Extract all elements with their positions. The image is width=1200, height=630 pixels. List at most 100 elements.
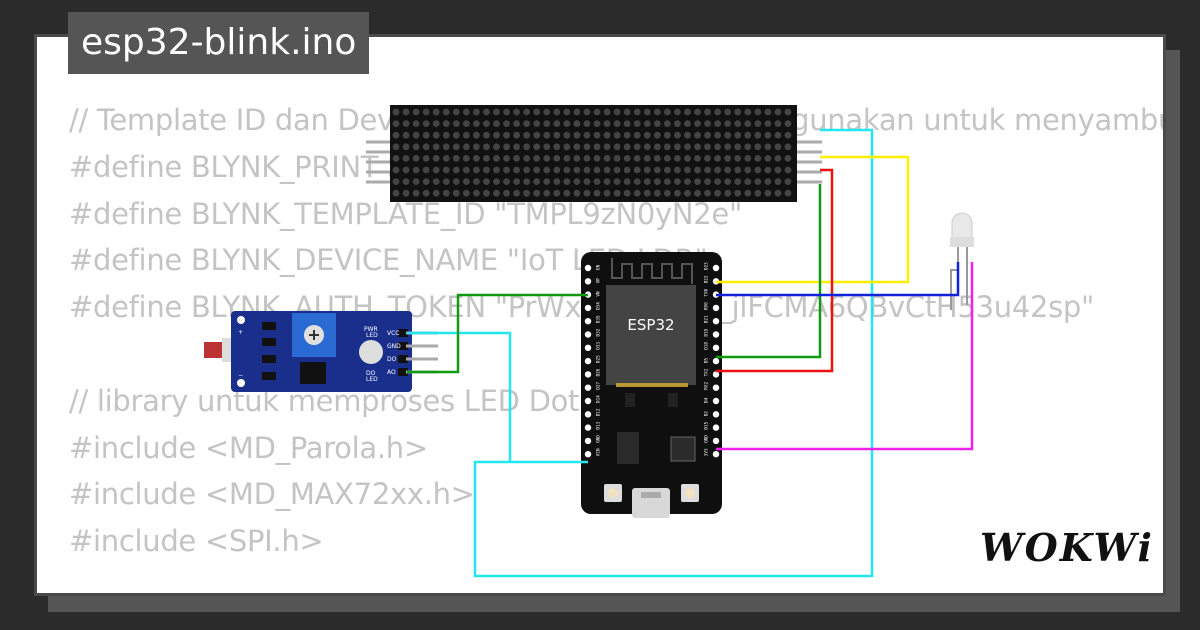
esp32-pin-hole[interactable] <box>712 397 720 405</box>
matrix-dot <box>694 108 701 116</box>
matrix-dot <box>412 166 420 174</box>
matrix-dot <box>553 108 561 116</box>
wire-green-matrix[interactable] <box>716 184 822 359</box>
matrix-dot <box>724 178 732 186</box>
esp32-pin-hole[interactable] <box>584 344 592 351</box>
code-line: #include <MD_Parola.h> <box>69 430 428 465</box>
esp32-pin-hole[interactable] <box>712 411 720 418</box>
matrix-dot <box>473 120 480 127</box>
wire-blue[interactable] <box>716 262 960 297</box>
led-dot-matrix[interactable] <box>366 105 822 202</box>
matrix-dot <box>493 155 500 162</box>
led-component[interactable] <box>950 212 974 310</box>
wire-cyan-matrix-vcc[interactable] <box>473 128 874 578</box>
wire-yellow[interactable] <box>716 155 910 284</box>
matrix-dot <box>653 166 661 174</box>
matrix-dot <box>744 166 752 174</box>
matrix-dot <box>523 120 531 127</box>
matrix-dot <box>764 178 772 186</box>
matrix-dot <box>392 131 400 139</box>
esp32-pin-hole[interactable] <box>712 344 720 351</box>
matrix-dot <box>392 178 400 186</box>
matrix-dot <box>603 155 611 162</box>
smd-part <box>668 393 678 407</box>
matrix-dot <box>653 189 661 197</box>
matrix-dot <box>764 189 772 197</box>
esp32-pin-label: VP <box>596 278 602 284</box>
esp32-pin-hole[interactable] <box>712 318 720 325</box>
matrix-dot <box>674 189 681 197</box>
matrix-dot <box>744 189 752 197</box>
esp32-pin-hole[interactable] <box>584 384 592 391</box>
matrix-dot <box>493 108 500 116</box>
matrix-dot <box>563 178 571 186</box>
matrix-dot <box>563 189 571 197</box>
wire-magenta[interactable] <box>716 262 974 451</box>
ldr-pin-housing <box>398 329 408 337</box>
esp32-pin-hole[interactable] <box>712 357 720 365</box>
esp32-pin-hole[interactable] <box>712 331 720 338</box>
esp32-pin-hole[interactable] <box>712 437 720 445</box>
matrix-dot <box>563 155 571 162</box>
esp32-pin-hole[interactable] <box>584 451 592 458</box>
matrix-dot <box>603 143 611 151</box>
matrix-dot <box>784 108 792 116</box>
esp32-pin-hole[interactable] <box>584 397 592 405</box>
matrix-dot <box>402 131 410 139</box>
matrix-dot <box>523 131 531 139</box>
esp32-board[interactable]: ESP32 ENVPVND34D35D32D33D25D26D27D14D12D… <box>581 252 722 518</box>
wire-green-ldr-ao[interactable] <box>407 293 588 374</box>
esp32-pin-hole[interactable] <box>712 371 720 378</box>
matrix-dot <box>663 131 671 139</box>
matrix-dot <box>553 166 561 174</box>
esp32-pin-label: D23 <box>704 262 710 270</box>
esp32-pin-hole[interactable] <box>584 264 592 272</box>
esp32-pin-hole[interactable] <box>584 318 592 325</box>
project-title[interactable]: esp32-blink.ino <box>68 12 370 74</box>
matrix-dot <box>543 166 551 174</box>
esp32-pin-hole[interactable] <box>712 304 720 312</box>
knob-slot <box>309 330 319 340</box>
esp32-pin-hole[interactable] <box>584 304 592 312</box>
wire-red[interactable] <box>716 168 834 373</box>
esp32-pin-hole[interactable] <box>584 411 592 418</box>
matrix-dot <box>663 143 671 151</box>
mount-hole <box>237 379 245 387</box>
esp32-pin-hole[interactable] <box>712 451 720 458</box>
esp32-pin-label: TX2 <box>704 368 710 376</box>
matrix-dot <box>513 131 520 139</box>
esp32-pin-hole[interactable] <box>584 331 592 338</box>
esp32-pin-hole[interactable] <box>712 264 720 272</box>
matrix-dot <box>583 189 591 197</box>
en-button-cap <box>685 488 695 498</box>
matrix-dot <box>704 120 711 127</box>
wire-cyan-ldr-vcc[interactable] <box>407 331 512 462</box>
matrix-dot <box>643 143 651 151</box>
matrix-dot <box>533 178 541 186</box>
esp32-pin-hole[interactable] <box>712 384 720 391</box>
matrix-dot <box>623 143 631 151</box>
esp32-pin-hole[interactable] <box>584 371 592 378</box>
matrix-dot <box>613 143 621 151</box>
status-led <box>359 340 383 364</box>
resistor <box>262 338 276 346</box>
esp32-pin-hole[interactable] <box>584 278 592 285</box>
matrix-dot <box>533 155 541 162</box>
matrix-dot <box>774 108 782 116</box>
matrix-dot <box>513 166 520 174</box>
esp32-pin-hole[interactable] <box>712 424 720 431</box>
matrix-dot <box>452 166 460 174</box>
matrix-dot <box>704 108 711 116</box>
matrix-dot <box>553 155 561 162</box>
esp32-pin-hole[interactable] <box>584 357 592 365</box>
matrix-dot <box>613 189 621 197</box>
ldr-photoresistor <box>204 342 222 358</box>
matrix-dot <box>573 131 581 139</box>
esp32-pin-hole[interactable] <box>584 437 592 445</box>
matrix-dot <box>643 131 651 139</box>
esp32-pin-hole[interactable] <box>584 424 592 431</box>
matrix-dot <box>432 166 440 174</box>
matrix-dot <box>573 108 581 116</box>
matrix-dot <box>543 108 551 116</box>
